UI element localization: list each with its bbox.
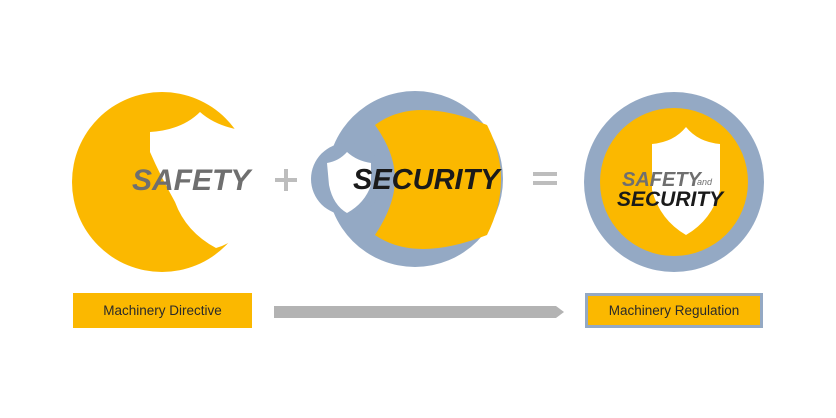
shield-icon: [652, 127, 720, 235]
plus-operator: [275, 169, 297, 191]
shield-icon: [150, 112, 258, 248]
combined-and-word: and: [697, 177, 713, 187]
equals-operator: [533, 172, 557, 185]
combined-safety-word: SAFETY: [622, 169, 703, 191]
machinery-directive-label: Machinery Directive: [73, 293, 252, 328]
security-circle: SECURITY: [311, 91, 503, 267]
security-word: SECURITY: [353, 164, 502, 196]
combined-circle: SAFETY and SECURITY: [584, 92, 764, 272]
combined-security-word: SECURITY: [617, 188, 725, 211]
safety-circle: SAFETY: [72, 92, 258, 272]
arrow-right-icon: [274, 306, 564, 318]
shield-icon: [327, 152, 371, 213]
safety-word: SAFETY: [132, 164, 253, 197]
machinery-regulation-label: Machinery Regulation: [585, 293, 763, 328]
